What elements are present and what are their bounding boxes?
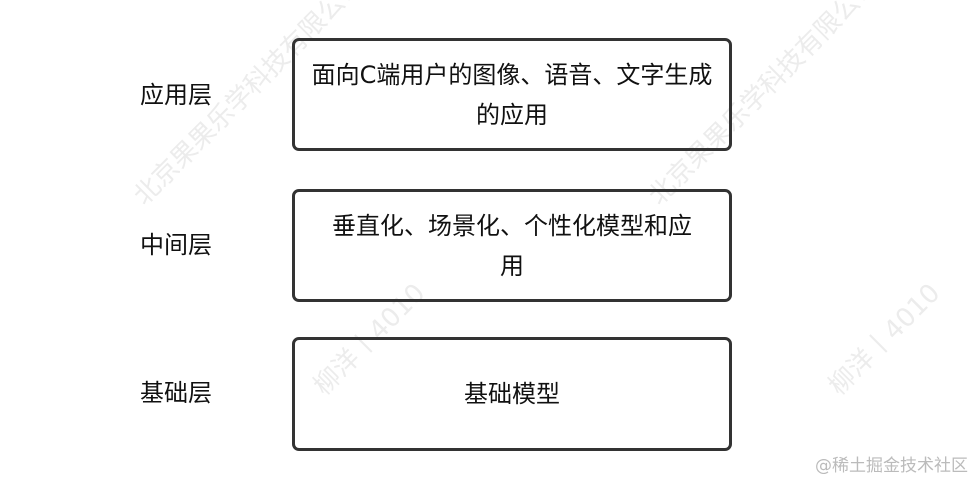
layer-box-base: 基础模型	[292, 337, 732, 451]
layer-box-middle: 垂直化、场景化、个性化模型和应用	[292, 189, 732, 302]
layer-content-middle: 垂直化、场景化、个性化模型和应用	[332, 211, 692, 280]
layer-label-application: 应用层	[140, 81, 212, 109]
layer-content-base: 基础模型	[464, 380, 560, 408]
layer-content-application: 面向C端用户的图像、语音、文字生成的应用	[311, 60, 713, 129]
layer-box-application: 面向C端用户的图像、语音、文字生成的应用	[292, 38, 732, 151]
layer-label-base: 基础层	[140, 379, 212, 407]
layer-label-middle: 中间层	[140, 231, 212, 259]
watermark-author: 柳洋丨4010	[823, 278, 947, 402]
source-credit: @稀土掘金技术社区	[815, 456, 968, 476]
